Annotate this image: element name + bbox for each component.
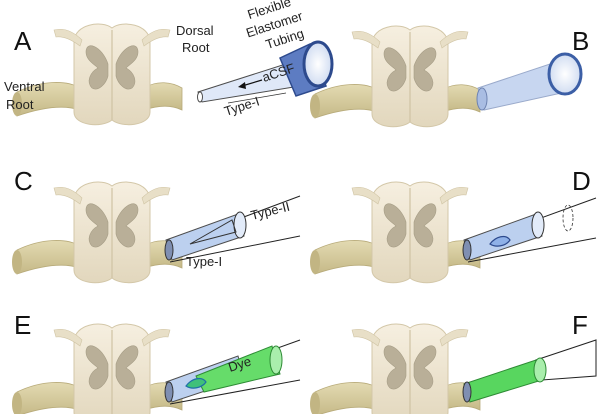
dorsal-root-label: Dorsal [176, 23, 214, 38]
panel-f: F [309, 310, 597, 414]
spinal-cord-c [11, 181, 183, 284]
panel-label-c: C [14, 166, 33, 196]
ventral-root-label: Ventral [4, 79, 45, 94]
panel-b: B [309, 25, 589, 128]
panel-label-d: D [572, 166, 591, 196]
panel-label-b: B [572, 26, 589, 56]
dye-label: Dye [226, 353, 253, 374]
spinal-cord-a [11, 23, 183, 126]
dorsal-root-label-2: Root [182, 40, 210, 55]
tubing-opening-b [547, 52, 583, 96]
type2-label-c: Type-II [249, 199, 291, 223]
ventral-root-label-2: Root [6, 97, 34, 112]
panel-d: D [309, 166, 597, 284]
panel-label-e: E [14, 310, 31, 340]
panel-label-a: A [14, 26, 32, 56]
panel-c: C Type-I Type-II [11, 166, 301, 284]
root-inside-pipette-d [489, 235, 511, 247]
elastomer-tubing [279, 40, 334, 97]
spinal-cord-b [309, 25, 481, 128]
panel-label-f: F [572, 310, 588, 340]
panel-e: E Dye [11, 310, 301, 414]
dye-filled-tube-f [463, 359, 543, 403]
spinal-cord-d [309, 181, 481, 284]
spinal-cord-f [309, 323, 481, 414]
type1-label-c: Type-I [186, 254, 222, 269]
spinal-cord-e [11, 323, 183, 414]
panel-a: A aCSF Type-I Dorsal Root Ventral Root F… [4, 0, 334, 126]
